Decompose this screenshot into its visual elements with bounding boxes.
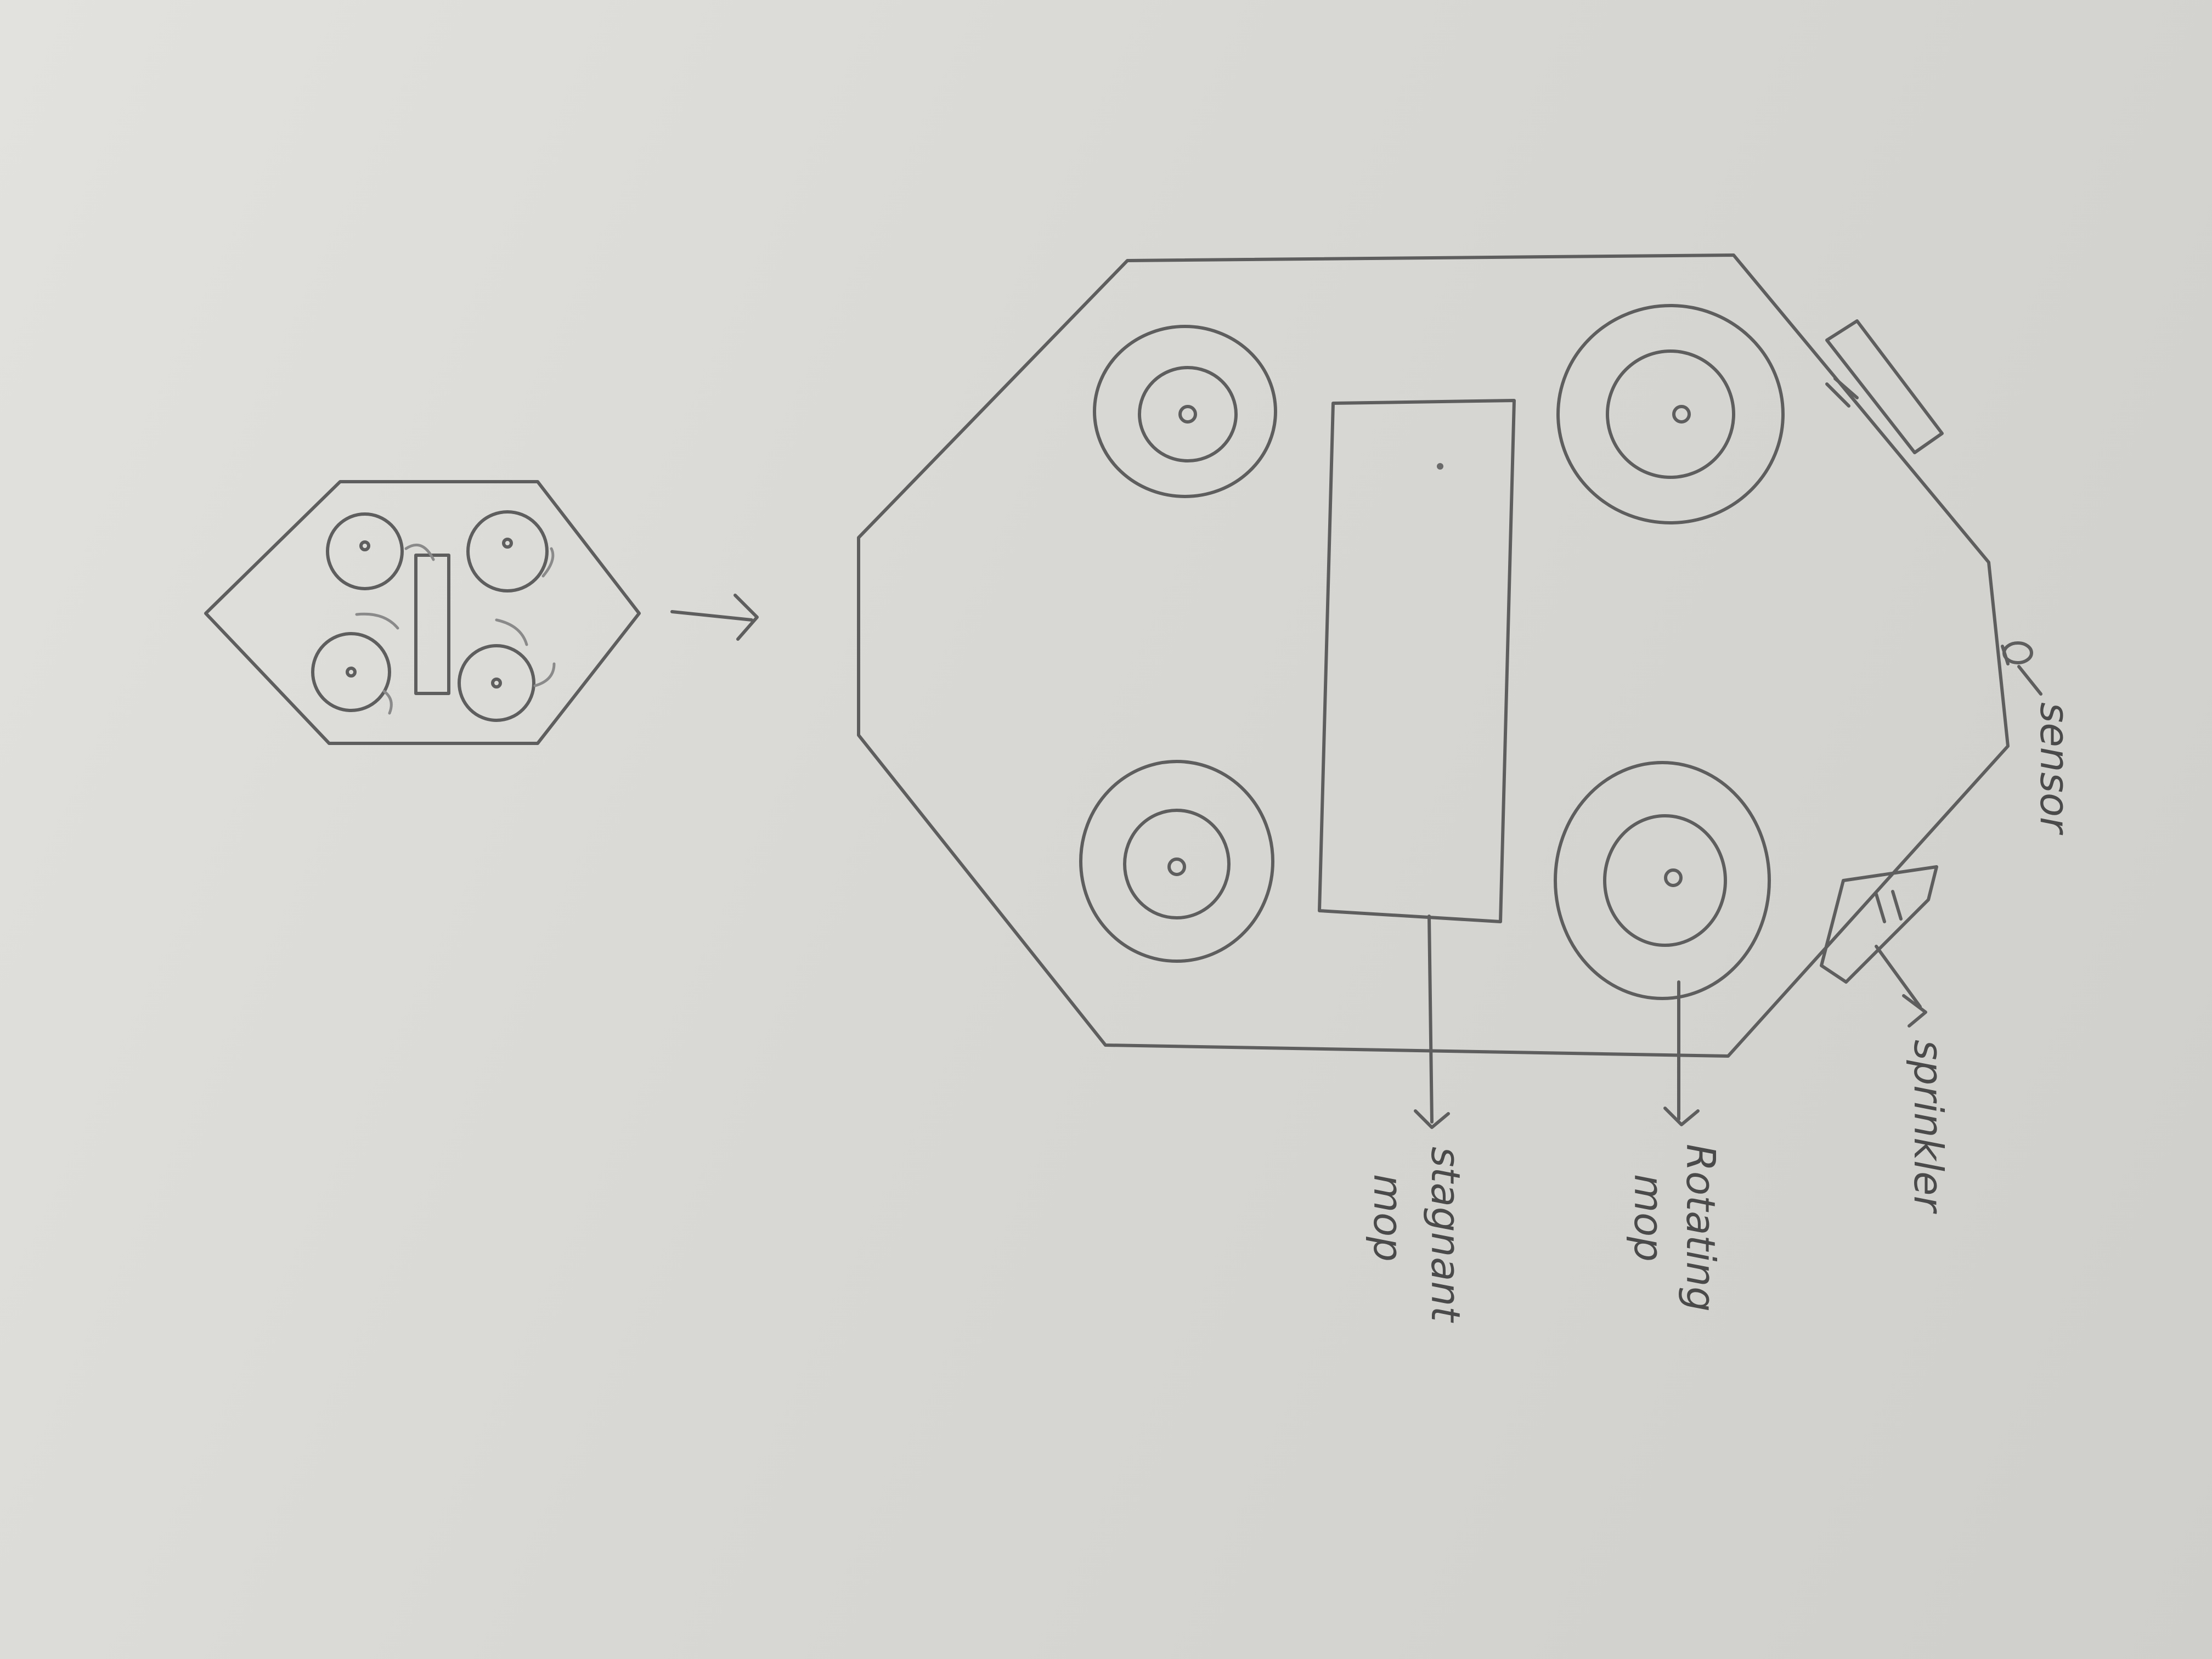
- rotation-arrow-icon: [535, 664, 554, 686]
- large-octagon-sketch: [859, 255, 2032, 1056]
- stagnant-mop-label-line2: mop: [1365, 1174, 1411, 1262]
- mop-center: [1674, 407, 1689, 422]
- mop-outer-ring: [1094, 326, 1276, 496]
- rotation-arrow-icon: [384, 691, 391, 713]
- rotation-arrow-icon: [496, 620, 527, 645]
- stagnant-mop-label-line1: stagnant: [1423, 1147, 1469, 1323]
- rotating-mop-outer-ring: [1555, 763, 1769, 998]
- sensor-label: sensor: [2032, 702, 2078, 836]
- sensor-leader-line: [2019, 667, 2041, 694]
- small-mop-center: [347, 668, 355, 676]
- small-mop-center: [361, 542, 369, 550]
- sensor-icon: [2002, 643, 2032, 664]
- small-mop-circle: [459, 646, 534, 720]
- rotation-arrow-icon: [357, 614, 398, 628]
- small-mop-circle: [313, 634, 390, 710]
- small-hexagon-outline: [206, 482, 639, 743]
- mop-center: [1169, 859, 1184, 874]
- transition-arrow-icon: [672, 595, 757, 639]
- sprinkler-label: sprinkler: [1905, 1040, 1951, 1214]
- rotation-arrow-icon: [406, 545, 433, 560]
- stagnant-mop-rect: [1319, 400, 1514, 922]
- mop-center: [1666, 870, 1681, 885]
- stagnant-mop-dot: [1437, 463, 1443, 470]
- sprinkler-top: [1827, 321, 1942, 453]
- mop-inner-ring: [1139, 368, 1236, 461]
- stagnant-mop-leader-line: [1415, 916, 1448, 1127]
- small-hexagon-sketch: [206, 482, 639, 743]
- octagon-outline: [859, 255, 2008, 1056]
- rotating-mop-label-line1: Rotating: [1678, 1144, 1724, 1312]
- mop-inner-ring: [1125, 810, 1229, 918]
- small-mop-center: [493, 679, 500, 687]
- sprinkler-leader-line: [1876, 946, 1926, 1026]
- mop-center: [1180, 407, 1195, 422]
- sprinkler-bottom: [1821, 867, 1937, 982]
- small-mop-circle: [468, 512, 547, 591]
- rotating-mop-label-line2: mop: [1626, 1174, 1672, 1262]
- small-mop-center: [504, 539, 511, 547]
- mop-inner-ring: [1607, 351, 1734, 477]
- mop-outer-ring: [1558, 306, 1783, 523]
- small-center-rect: [416, 555, 449, 693]
- rotating-mop-leader-line: [1665, 982, 1698, 1125]
- mop-outer-ring: [1081, 761, 1273, 961]
